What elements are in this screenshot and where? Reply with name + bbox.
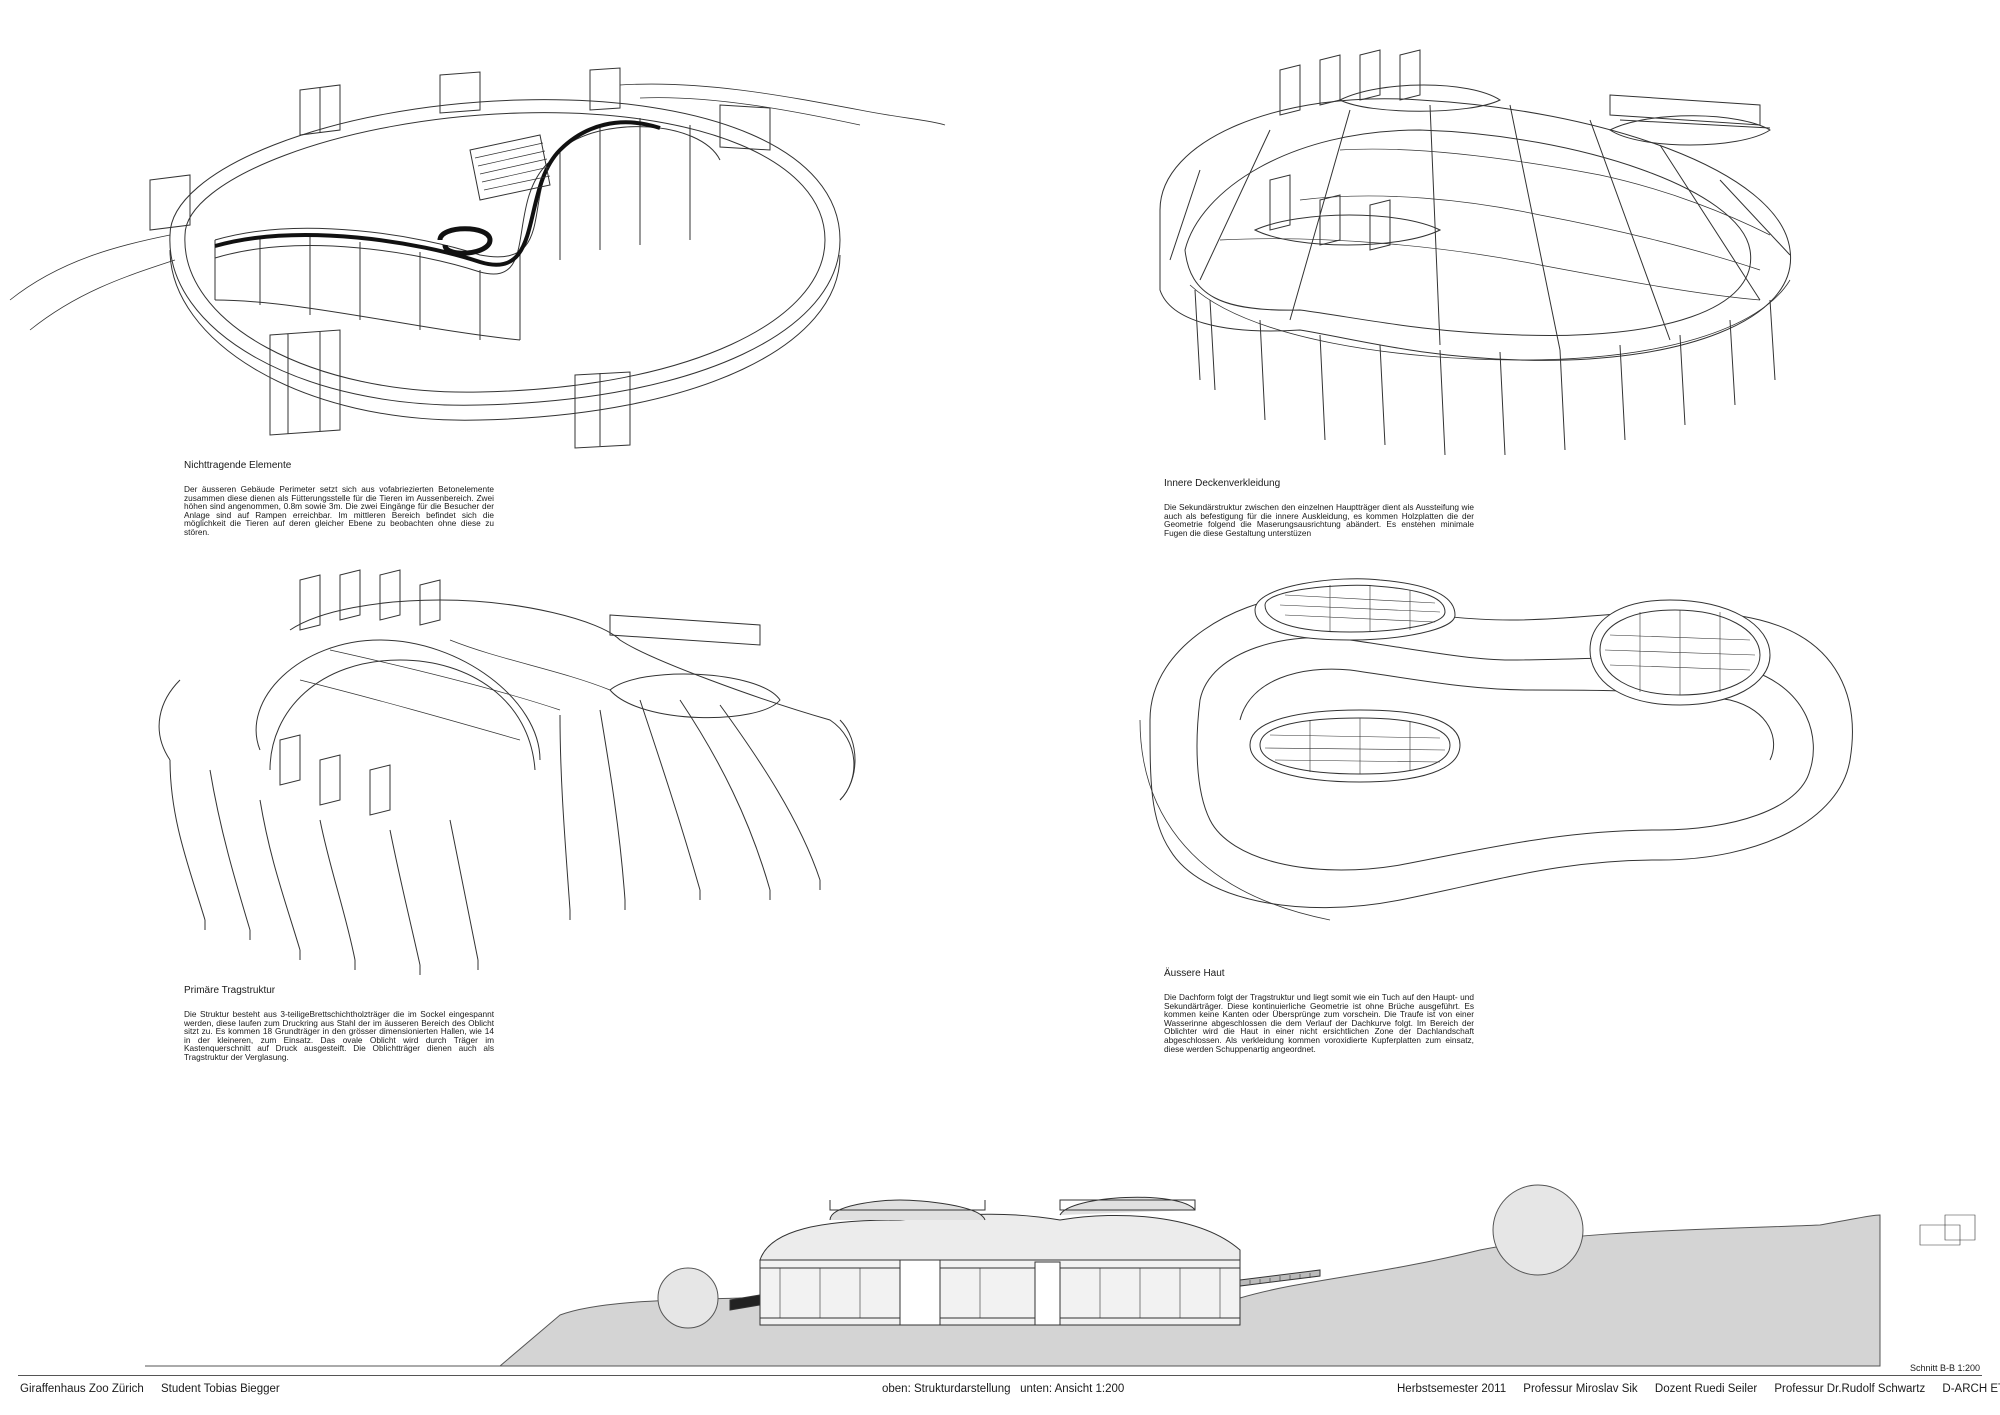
student-name: Student Tobias Biegger (161, 1383, 280, 1395)
section-scale-label: Schnitt B-B 1:200 (1909, 1363, 1980, 1373)
footer-left: Giraffenhaus Zoo Zürich Student Tobias B… (20, 1383, 294, 1395)
project-title: Giraffenhaus Zoo Zürich (20, 1383, 144, 1395)
axo-primary-structure (158, 569, 856, 975)
professor-sik: Professur Miroslav Sik (1523, 1383, 1638, 1395)
panel-ceiling-cladding-title: Innere Deckenverkleidung (1164, 478, 1281, 489)
panel-primary-structure-text: Die Struktur besteht aus 3-teiligeBretts… (184, 1009, 494, 1062)
sheet-caption: oben: Strukturdarstellung unten: Ansicht… (882, 1383, 1125, 1395)
panel-ceiling-cladding: Innere Deckenverkleidung Die Sekundärstr… (1164, 478, 1474, 537)
institution: D-ARCH ETH Zürich (1942, 1383, 2000, 1395)
axo-outer-skin (1139, 578, 1853, 921)
panel-outer-skin-text: Die Dachform folgt der Tragstruktur und … (1164, 992, 1474, 1054)
axo-inner-ceiling-cladding (1159, 49, 1792, 456)
semester: Herbstsemester 2011 (1397, 1383, 1507, 1395)
footer-divider (18, 1375, 1982, 1376)
dozent: Dozent Ruedi Seiler (1654, 1383, 1758, 1395)
panel-ceiling-cladding-text: Die Sekundärstruktur zwischen den einzel… (1164, 502, 1474, 538)
panel-non-structural: Nichttragende Elemente Der äusseren Gebä… (184, 460, 494, 537)
panel-primary-structure-title: Primäre Tragstruktur (184, 985, 276, 996)
axo-non-structural-elements (9, 67, 946, 449)
panel-outer-skin: Äussere Haut Die Dachform folgt der Trag… (1164, 968, 1474, 1053)
panel-non-structural-text: Der äusseren Gebäude Perimeter setzt sic… (184, 484, 494, 537)
panel-outer-skin-title: Äussere Haut (1164, 968, 1225, 979)
elevation-section-view (145, 1184, 1976, 1367)
professor-schwartz: Professur Dr.Rudolf Schwartz (1774, 1383, 1926, 1395)
footer-center: oben: Strukturdarstellung unten: Ansicht… (882, 1383, 1138, 1395)
panel-primary-structure: Primäre Tragstruktur Die Struktur besteh… (184, 985, 494, 1062)
panel-non-structural-title: Nichttragende Elemente (184, 460, 292, 471)
footer-right: Herbstsemester 2011 Professur Miroslav S… (1397, 1383, 2000, 1395)
